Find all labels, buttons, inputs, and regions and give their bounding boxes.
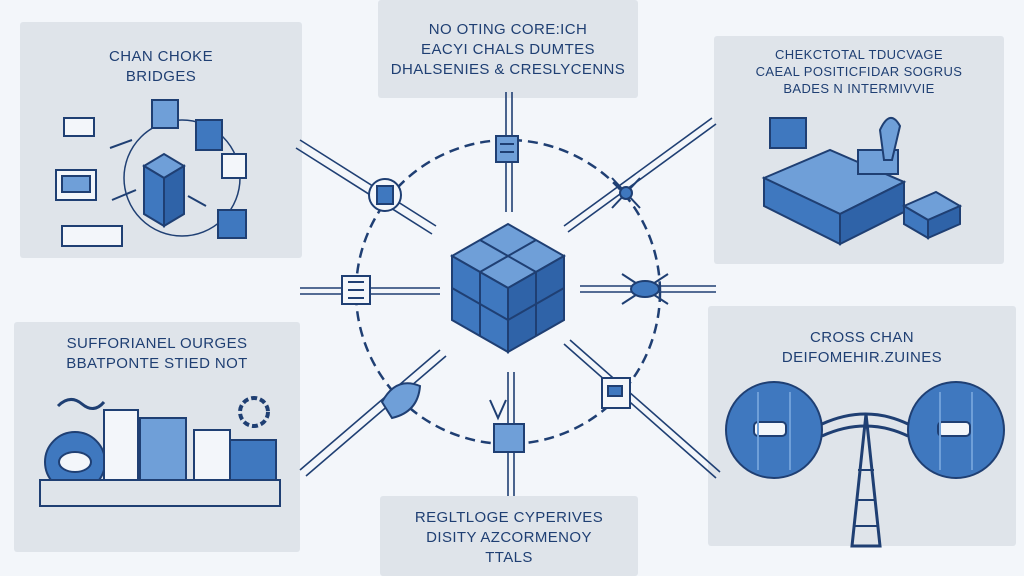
panel-top-center-line-2: EACYI CHALS DUMTES — [421, 41, 595, 58]
node-drone-top-right-icon — [611, 177, 641, 209]
panel-bottom-center-title: REGLTLOGE CYPERIVES DISITY AZCORMENOY TT… — [380, 508, 638, 568]
node-server-top-icon — [495, 135, 519, 163]
panel-top-center-title: NO OTING CORE:ICH EACYI CHALS DUMTES DHA… — [378, 20, 638, 80]
panel-bottom-left-title: SUFFORIANEL OURGES BBATPONTE STIED NOT — [14, 334, 300, 374]
panel-bottom-center-line-2: DISITY AZCORMENOY — [426, 529, 592, 546]
panel-top-center-line-1: NO OTING CORE:ICH — [428, 21, 588, 38]
illustration-industrial-city — [39, 396, 281, 507]
panel-bottom-right-title: CROSS CHAN DEIFOMEHIR.ZUINES — [708, 328, 1016, 368]
panel-top-center-line-3: DHALSENIES & CRESLYCENNS — [390, 61, 626, 78]
illustration-data-center — [761, 117, 963, 246]
panel-top-right-line-2: CAEAL POSITICFIDAR SOGRUS — [755, 64, 963, 79]
panel-bottom-center-line-1: REGLTLOGE CYPERIVES — [414, 509, 604, 526]
panel-bottom-right-line-1: CROSS CHAN — [809, 329, 914, 346]
panel-bottom-left-line-1: SUFFORIANEL OURGES — [66, 335, 248, 352]
node-coin-icon — [368, 178, 402, 212]
node-document-icon — [601, 377, 631, 409]
panel-top-center: NO OTING CORE:ICH EACYI CHALS DUMTES DHA… — [378, 0, 638, 98]
node-book-icon — [341, 275, 371, 305]
panel-bottom-left-line-2: BBATPONTE STIED NOT — [66, 355, 248, 372]
ring-node-icons — [341, 135, 669, 453]
central-blockchain-cube-icon — [449, 222, 567, 354]
node-drone-right-icon — [621, 273, 669, 305]
panel-top-left-line-2: BRIDGES — [125, 68, 197, 85]
node-bottom-device-icon — [489, 399, 525, 453]
node-shield-icon — [380, 382, 422, 420]
illustration-bridge-network — [55, 99, 247, 247]
panel-top-right-line-3: BADES N INTERMIVVIE — [783, 81, 935, 96]
panel-top-right-line-1: CHEKCTOTAL TDUCVAGE — [775, 47, 943, 62]
panel-bottom-center-line-3: TTALS — [485, 549, 533, 566]
illustration-cross-chain-bridge — [725, 381, 1005, 548]
panel-bottom-right-line-2: DEIFOMEHIR.ZUINES — [781, 349, 943, 366]
panel-top-left-line-1: CHAN CHOKE — [108, 48, 213, 65]
panel-bottom-center: REGLTLOGE CYPERIVES DISITY AZCORMENOY TT… — [380, 496, 638, 576]
panel-top-right-title: CHEKCTOTAL TDUCVAGE CAEAL POSITICFIDAR S… — [714, 46, 1004, 97]
panel-top-left-title: CHAN CHOKE BRIDGES — [20, 47, 302, 87]
